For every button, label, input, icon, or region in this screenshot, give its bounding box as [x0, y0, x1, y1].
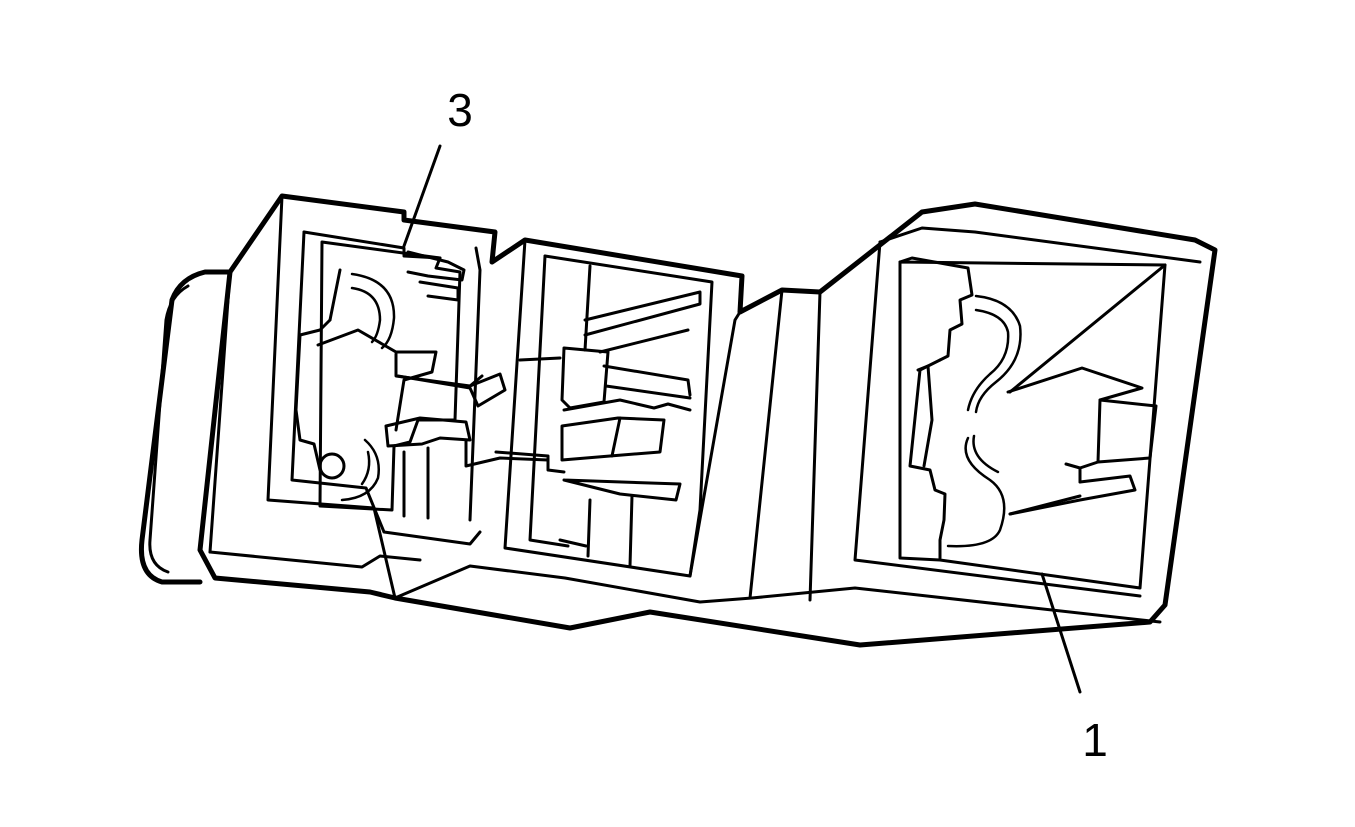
cavity-right — [748, 226, 1202, 602]
cavity-middle — [494, 238, 742, 578]
cavity-left — [266, 194, 550, 600]
callout-1: 1 — [1082, 714, 1108, 766]
leader-line-1 — [1040, 572, 1082, 694]
callout-3: 3 — [447, 84, 473, 136]
terminal-pin-icon — [318, 452, 346, 480]
leader-line-3 — [402, 144, 442, 248]
leader-lines — [402, 144, 1082, 694]
connector-end-cap — [138, 269, 233, 585]
